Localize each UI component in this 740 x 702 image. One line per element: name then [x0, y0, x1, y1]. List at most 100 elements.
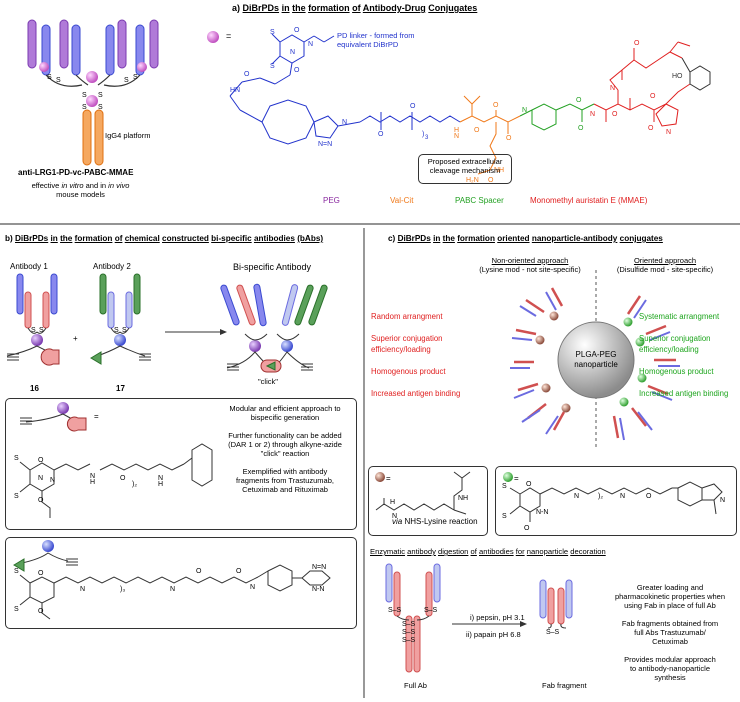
payload-equals: = — [226, 31, 232, 41]
non-oriented-properties: Random arrangment Superior conjugation e… — [371, 312, 461, 398]
linker-17-box — [5, 537, 357, 629]
conjugate-name: anti-LRG1-PD-vc-PABC-MMAE — [18, 168, 134, 177]
svg-text:S: S — [270, 29, 275, 36]
linker-16-structure: SS OO NN NH O)₂ NH — [14, 402, 213, 518]
legend-val-cit: Val-Cit — [390, 196, 414, 205]
svg-text:S: S — [124, 77, 129, 84]
svg-text:S–S: S–S — [402, 621, 416, 628]
svg-text:N-N: N-N — [312, 586, 324, 593]
svg-text:O: O — [38, 608, 44, 615]
panel-a-header-w4: of — [352, 3, 361, 13]
papain-condition: ii) papain pH 6.8 — [466, 630, 521, 639]
svg-text:N: N — [620, 493, 625, 500]
svg-text:S: S — [14, 493, 19, 500]
svg-text:O: O — [474, 127, 480, 134]
vertical-divider — [363, 228, 365, 698]
legend-pabc: PABC Spacer — [455, 196, 504, 205]
panel-a-header-w6: Conjugates — [428, 3, 478, 13]
svg-text:N: N — [80, 586, 85, 593]
nanoparticle-illustration — [510, 270, 680, 450]
svg-text:H: H — [454, 127, 459, 134]
svg-text:O: O — [576, 97, 582, 104]
svg-text:O: O — [488, 177, 494, 184]
oriented-heading: Oriented approach (Disulfide mod - site-… — [616, 256, 714, 274]
svg-text:N: N — [610, 85, 615, 92]
pepsin-condition: i) pepsin, pH 3.1 — [470, 613, 525, 622]
antibody-2-label: Antibody 2 — [93, 262, 131, 271]
svg-text:O: O — [493, 102, 499, 109]
svg-text:N: N — [290, 49, 295, 56]
compound-16: 16 — [30, 384, 39, 393]
cleavage-mechanism-box: Proposed extracellular cleavage mechanis… — [418, 154, 512, 184]
svg-text:O: O — [612, 111, 618, 118]
svg-text:O: O — [236, 568, 242, 575]
svg-text:O: O — [196, 568, 202, 575]
svg-text:S: S — [502, 483, 507, 490]
svg-text:S–S: S–S — [402, 637, 416, 644]
svg-text:H₂N: H₂N — [466, 177, 479, 184]
svg-text:O: O — [294, 67, 300, 74]
compound-17: 17 — [116, 384, 125, 393]
svg-text:): ) — [422, 131, 424, 138]
svg-text:S: S — [31, 327, 36, 334]
svg-text:S: S — [98, 92, 103, 99]
svg-text:S–S: S–S — [388, 607, 402, 614]
svg-text:N: N — [90, 473, 95, 480]
svg-text:S: S — [14, 455, 19, 462]
svg-text:O: O — [410, 103, 416, 110]
svg-text:O: O — [650, 93, 656, 100]
panel-a-header-w0: DiBrPDs — [242, 3, 280, 13]
svg-text:N: N — [250, 584, 255, 591]
bispecific-label: Bi-specific Antibody — [233, 262, 312, 272]
svg-text:S: S — [133, 74, 138, 81]
click-label: "click" — [258, 377, 278, 386]
svg-text:N-N: N-N — [536, 509, 548, 516]
svg-text:N: N — [308, 41, 313, 48]
svg-text:S–S: S–S — [424, 607, 438, 614]
svg-text:N: N — [158, 475, 163, 482]
svg-text:N=N: N=N — [312, 564, 326, 571]
svg-text:O: O — [38, 457, 44, 464]
svg-text:S: S — [122, 327, 127, 334]
panel-a-header-w3: formation — [308, 3, 350, 13]
svg-text:)₂: )₂ — [598, 493, 603, 500]
svg-text:H: H — [390, 499, 395, 506]
svg-text:N=N: N=N — [318, 141, 332, 148]
svg-text:N: N — [666, 129, 671, 136]
panel-b-header: b) DiBrPDs in the formation of chemical … — [5, 234, 324, 243]
full-ab-label: Full Ab — [404, 681, 427, 690]
svg-text:O: O — [38, 497, 44, 504]
svg-text:O: O — [526, 481, 532, 488]
svg-text:O: O — [378, 131, 384, 138]
svg-text:S: S — [114, 327, 119, 334]
svg-text:O: O — [646, 493, 652, 500]
oriented-properties: Systematic arrangment Superior conjugati… — [639, 312, 729, 398]
svg-text:HO: HO — [672, 73, 683, 80]
svg-text:S–S: S–S — [402, 629, 416, 636]
svg-text:H: H — [158, 481, 163, 488]
svg-text:S: S — [47, 74, 52, 81]
antibody-1-label: Antibody 1 — [10, 262, 48, 271]
svg-text:N: N — [574, 493, 579, 500]
svg-text:N: N — [38, 475, 43, 482]
svg-text:NH: NH — [494, 167, 504, 174]
svg-text:S: S — [14, 606, 19, 613]
bispecific-scheme: S S S S — [6, 273, 328, 373]
svg-text:S: S — [502, 513, 507, 520]
svg-text:S: S — [14, 568, 19, 575]
lysine-structure: NH NH — [375, 471, 471, 520]
lysine-equals: = — [386, 474, 391, 483]
svg-text:S: S — [270, 63, 275, 70]
svg-text:)₃: )₃ — [120, 586, 125, 593]
legend-peg: PEG — [323, 196, 340, 205]
svg-text:O: O — [578, 125, 584, 132]
svg-text:3: 3 — [425, 135, 429, 141]
panel-a-header-w5: Antibody-Drug — [362, 3, 426, 13]
panel-a-header-w2: the — [292, 3, 306, 13]
effective-note: effective in vitro and in in vivo mouse … — [31, 181, 130, 199]
svg-text:S–S: S–S — [546, 629, 560, 636]
payload-ball-icon — [207, 31, 219, 43]
